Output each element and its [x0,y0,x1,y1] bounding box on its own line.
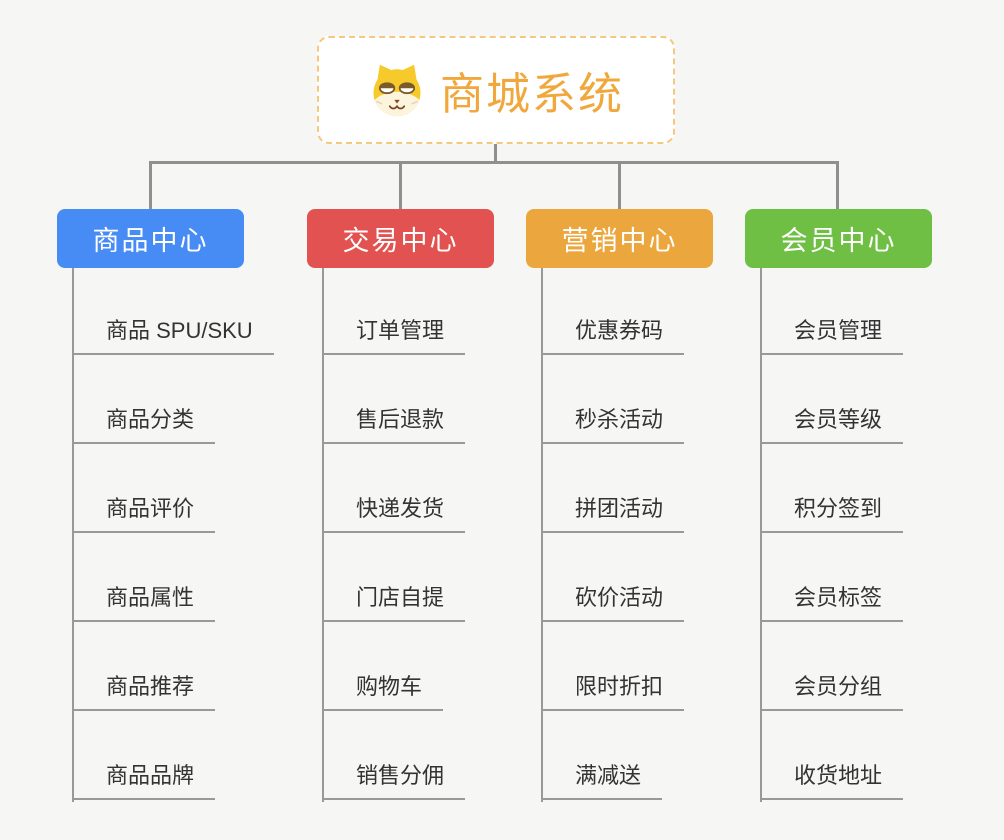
topic-sales-commission[interactable]: 销售分佣 [322,761,466,800]
topic-spend-save[interactable]: 满减送 [541,761,663,800]
topic-member-management[interactable]: 会员管理 [760,316,904,355]
topic-member-level[interactable]: 会员等级 [760,405,904,444]
topic-product-attribute[interactable]: 商品属性 [72,583,216,622]
branch-header-trade-center[interactable]: 交易中心 [307,209,494,268]
topic-order-management[interactable]: 订单管理 [322,316,466,355]
connector-drop-product [149,162,152,210]
topic-member-group[interactable]: 会员分组 [760,672,904,711]
topic-product-category[interactable]: 商品分类 [72,405,216,444]
topic-points-checkin[interactable]: 积分签到 [760,494,904,533]
topic-member-tag[interactable]: 会员标签 [760,583,904,622]
branch-header-member-center[interactable]: 会员中心 [745,209,932,268]
topic-aftersale-refund[interactable]: 售后退款 [322,405,466,444]
topic-limited-time-discount[interactable]: 限时折扣 [541,672,685,711]
branch-trunk-line [760,268,762,802]
root-node-title: 商城系统 [440,70,624,119]
topic-product-recommend[interactable]: 商品推荐 [72,672,216,711]
branch-trade-center: 交易中心 订单管理 售后退款 快递发货 门店自提 购物车 销售分佣 [307,209,547,809]
topic-shipping-address[interactable]: 收货地址 [760,761,904,800]
branch-product-center: 商品中心 商品 SPU/SKU 商品分类 商品评价 商品属性 商品推荐 商品品牌 [57,209,297,809]
connector-drop-trade [399,162,402,210]
topic-product-review[interactable]: 商品评价 [72,494,216,533]
dog-face-icon [373,64,421,117]
topic-express-delivery[interactable]: 快递发货 [322,494,466,533]
branch-member-center: 会员中心 会员管理 会员等级 积分签到 会员标签 会员分组 收货地址 [745,209,985,809]
branch-trunk-line [322,268,324,802]
topic-shopping-cart[interactable]: 购物车 [322,672,444,711]
connector-drop-member [836,162,839,210]
topic-store-pickup[interactable]: 门店自提 [322,583,466,622]
topic-product-brand[interactable]: 商品品牌 [72,761,216,800]
branch-trunk-line [72,268,74,802]
branch-marketing-center: 营销中心 优惠券码 秒杀活动 拼团活动 砍价活动 限时折扣 满减送 [526,209,766,809]
topic-group-buy[interactable]: 拼团活动 [541,494,685,533]
connector-bus [149,161,839,164]
connector-drop-marketing [618,162,621,210]
branch-header-product-center[interactable]: 商品中心 [57,209,244,268]
topic-flash-sale[interactable]: 秒杀活动 [541,405,685,444]
branch-trunk-line [541,268,543,802]
connector-root-drop [494,144,497,162]
topic-coupon-code[interactable]: 优惠券码 [541,316,685,355]
topic-bargain-activity[interactable]: 砍价活动 [541,583,685,622]
root-node-mall-system[interactable]: 商城系统 [317,36,675,144]
branch-header-marketing-center[interactable]: 营销中心 [526,209,713,268]
topic-product-spu-sku[interactable]: 商品 SPU/SKU [72,316,274,355]
